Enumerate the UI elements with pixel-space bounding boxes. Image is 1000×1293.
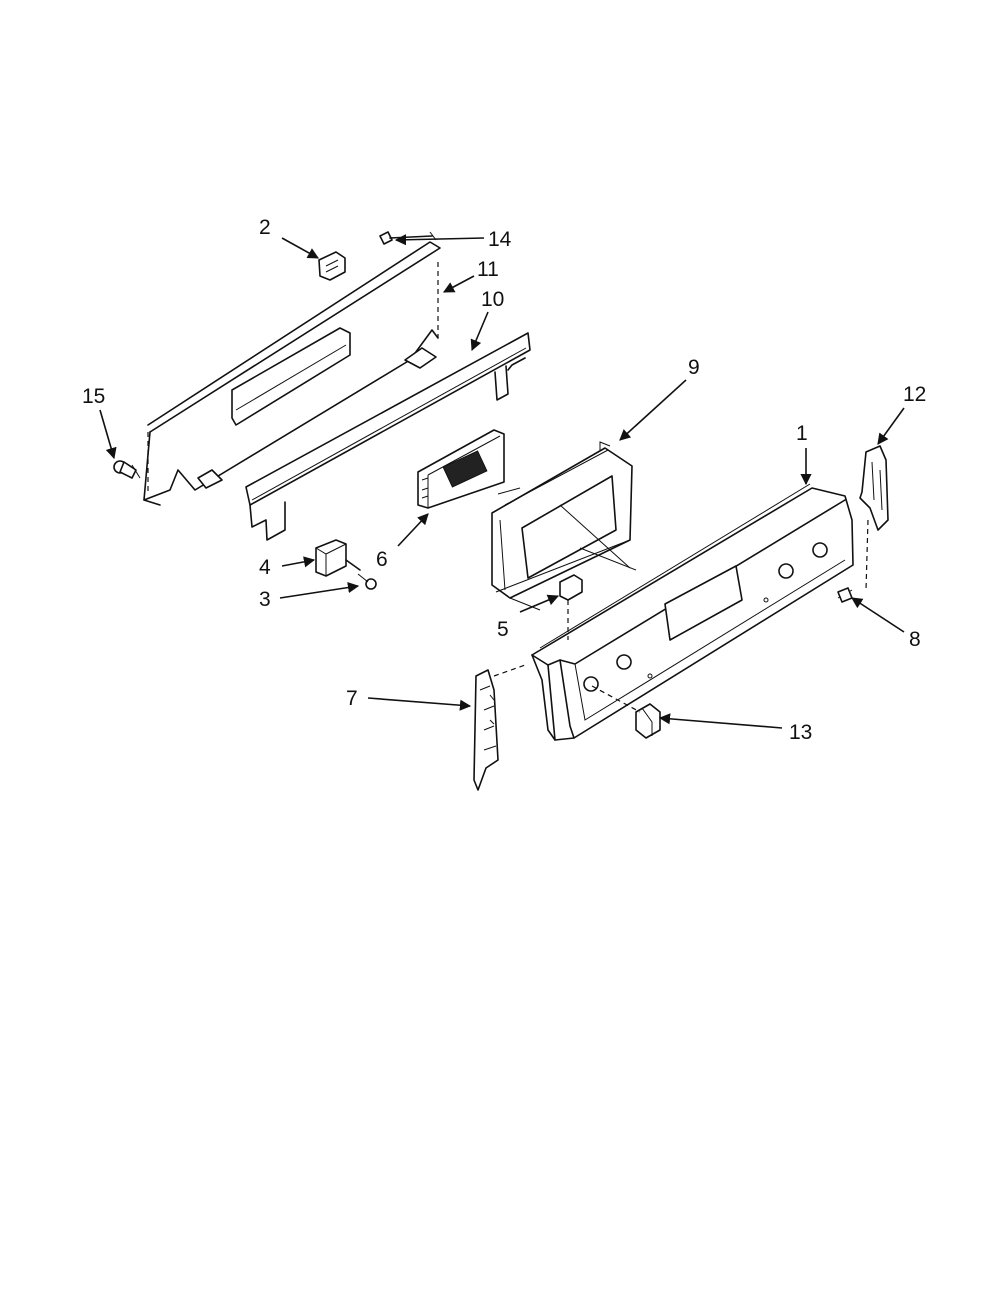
leader-11 (443, 275, 475, 293)
leader-12 (877, 407, 905, 445)
callout-10: 10 (481, 288, 504, 311)
part-display-frame (491, 441, 637, 611)
callout-9: 9 (688, 356, 700, 379)
leader-lines (99, 234, 905, 729)
callout-11: 11 (477, 258, 499, 281)
part-back-rail (245, 332, 531, 541)
leader-15 (99, 409, 117, 460)
part-knob (591, 685, 661, 739)
callout-6: 6 (376, 548, 388, 571)
callout-13: 13 (789, 721, 812, 744)
callout-3: 3 (259, 588, 271, 611)
part-screw-3 (357, 573, 377, 590)
part-left-bracket (473, 663, 529, 791)
leader-13 (658, 713, 783, 729)
callout-1: 1 (796, 422, 808, 445)
callout-8: 8 (909, 628, 921, 651)
leader-9 (619, 379, 687, 441)
leader-14 (394, 234, 485, 246)
part-right-bracket (859, 445, 889, 591)
callout-15: 15 (82, 385, 105, 408)
part-screw-left (113, 460, 141, 479)
part-rear-cover (143, 241, 441, 506)
leader-3 (279, 581, 360, 599)
part-control-console (531, 483, 854, 741)
leader-2 (281, 237, 319, 259)
callout-labels: 1 2 3 4 5 6 7 8 9 10 11 12 13 14 15 (82, 216, 926, 744)
part-screw-8 (837, 587, 853, 603)
part-switch-block (315, 539, 361, 577)
leader-8 (851, 597, 905, 633)
callout-5: 5 (497, 618, 509, 641)
leader-7 (367, 697, 472, 711)
leader-4 (281, 556, 316, 568)
part-screw-top (379, 231, 437, 245)
leader-10 (470, 311, 489, 352)
leader-5 (519, 594, 560, 613)
callout-4: 4 (259, 556, 271, 579)
callout-2: 2 (259, 216, 271, 239)
part-small-switch (559, 574, 583, 640)
callout-12: 12 (903, 383, 926, 406)
part-control-board (417, 429, 505, 509)
leader-6 (397, 513, 429, 547)
callout-7: 7 (346, 687, 358, 710)
callout-14: 14 (488, 228, 512, 251)
part-clip (318, 251, 346, 281)
